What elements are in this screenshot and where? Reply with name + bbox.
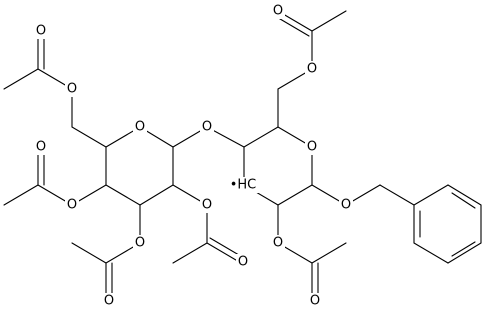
bond	[243, 126, 279, 148]
acetate-left-c4-carbonyl-oxygen-label: O	[36, 140, 46, 155]
radical-carbon-label: •HC	[230, 178, 257, 193]
acetate-right-top-ester-oxygen-label: O	[307, 62, 317, 77]
bond	[3, 68, 39, 90]
bond	[451, 241, 476, 257]
bond	[3, 184, 39, 206]
bond	[447, 242, 482, 264]
bond	[105, 184, 141, 206]
acetate-left-c2-carbonyl-oxygen-label: O	[238, 255, 248, 270]
atom-labels: O O O •HC O O O O O O O O O O O O O	[34, 3, 353, 309]
bond	[277, 184, 313, 206]
bond	[274, 15, 310, 37]
bond	[413, 242, 449, 264]
ring-oxygen-right-label: O	[307, 140, 317, 155]
acetate-right-c2-carbonyl-oxygen-label: O	[310, 294, 320, 309]
bond	[71, 126, 107, 148]
bond	[71, 242, 107, 264]
acetate-right-c2-ester-oxygen-label: O	[273, 236, 283, 251]
glycosidic-oxygen-label: O	[202, 120, 212, 135]
bond	[172, 242, 208, 264]
acetate-left-c3-ester-oxygen-label: O	[135, 236, 145, 251]
bond	[311, 242, 347, 264]
bond	[379, 184, 415, 206]
acetate-left-c2-ester-oxygen-label: O	[202, 198, 212, 213]
bond	[311, 10, 347, 32]
acetate-left-c4-ester-oxygen-label: O	[67, 198, 77, 213]
acetate-left-top-ester-oxygen-label: O	[67, 82, 77, 97]
bond	[139, 184, 174, 206]
bond	[413, 184, 449, 206]
bond	[206, 242, 242, 264]
benzyl-oxygen-label: O	[341, 198, 351, 213]
acetate-left-c3-carbonyl-oxygen-label: O	[104, 294, 114, 309]
acetate-right-top-carbonyl-oxygen-label: O	[273, 4, 283, 19]
acetate-left-top-carbonyl-oxygen-label: O	[36, 24, 46, 39]
bond	[451, 192, 476, 209]
ring-oxygen-left-label: O	[135, 120, 145, 135]
bond	[447, 184, 482, 206]
